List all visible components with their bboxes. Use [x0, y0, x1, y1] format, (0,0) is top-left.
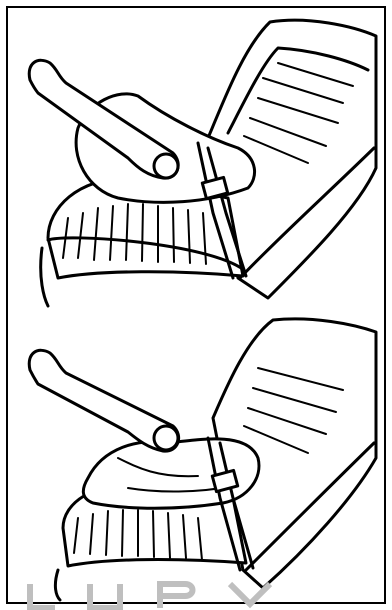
car-seat-illustration-bottom [8, 308, 384, 602]
watermark-graphic [0, 580, 392, 610]
belt-buckle [212, 470, 237, 491]
handle-pivot [154, 154, 178, 178]
panel-bottom-car-seat [8, 308, 384, 602]
illustration-frame [6, 6, 386, 604]
car-seat-illustration-top [8, 8, 384, 308]
handle-pivot [154, 426, 178, 450]
belt-buckle [202, 177, 227, 198]
panel-top-car-seat [8, 8, 384, 308]
